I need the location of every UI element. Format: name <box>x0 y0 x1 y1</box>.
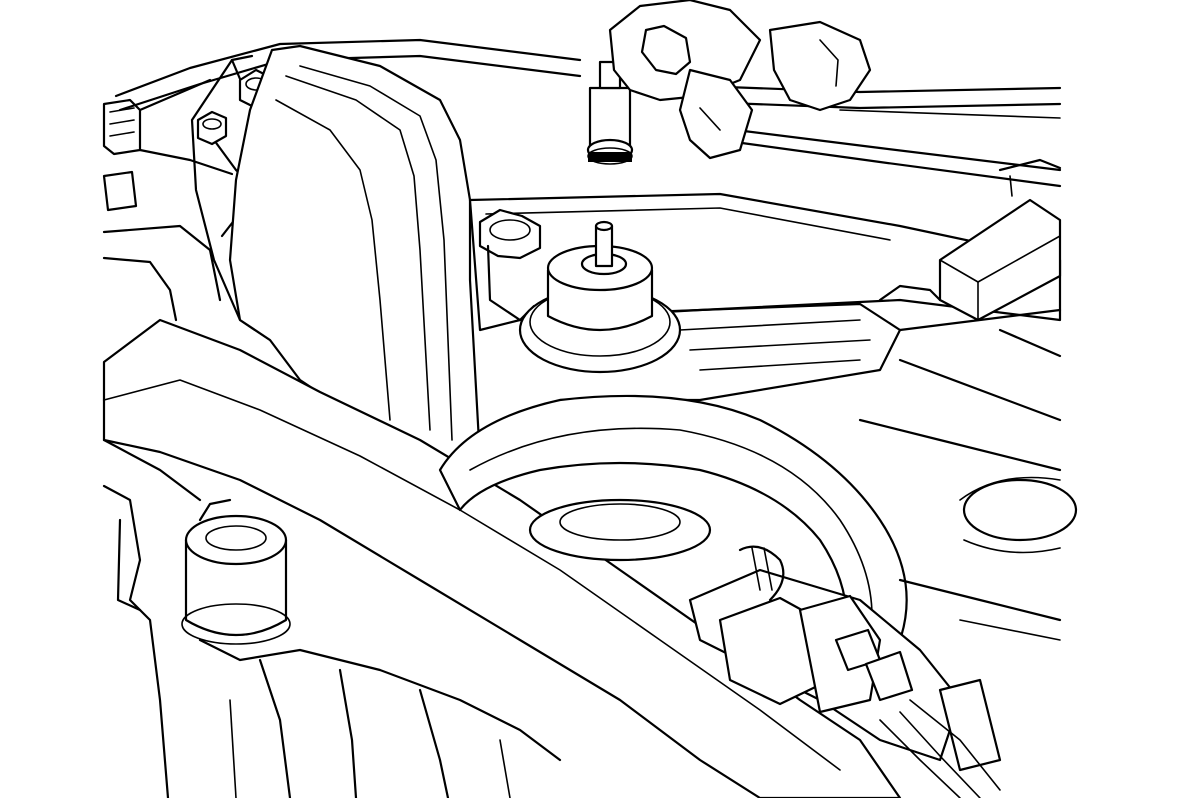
fitting-left <box>102 78 234 212</box>
right-lines <box>858 158 1062 641</box>
fuel-pressure-regulator <box>518 220 682 374</box>
bolt-icon <box>196 110 228 146</box>
fingers <box>608 0 872 160</box>
sensor-box <box>878 198 1062 358</box>
wiring-connector <box>688 545 1002 798</box>
fuel-injector <box>586 60 634 165</box>
valve-cover <box>228 44 482 462</box>
cylinder-post <box>181 498 291 645</box>
hose <box>438 394 1078 662</box>
